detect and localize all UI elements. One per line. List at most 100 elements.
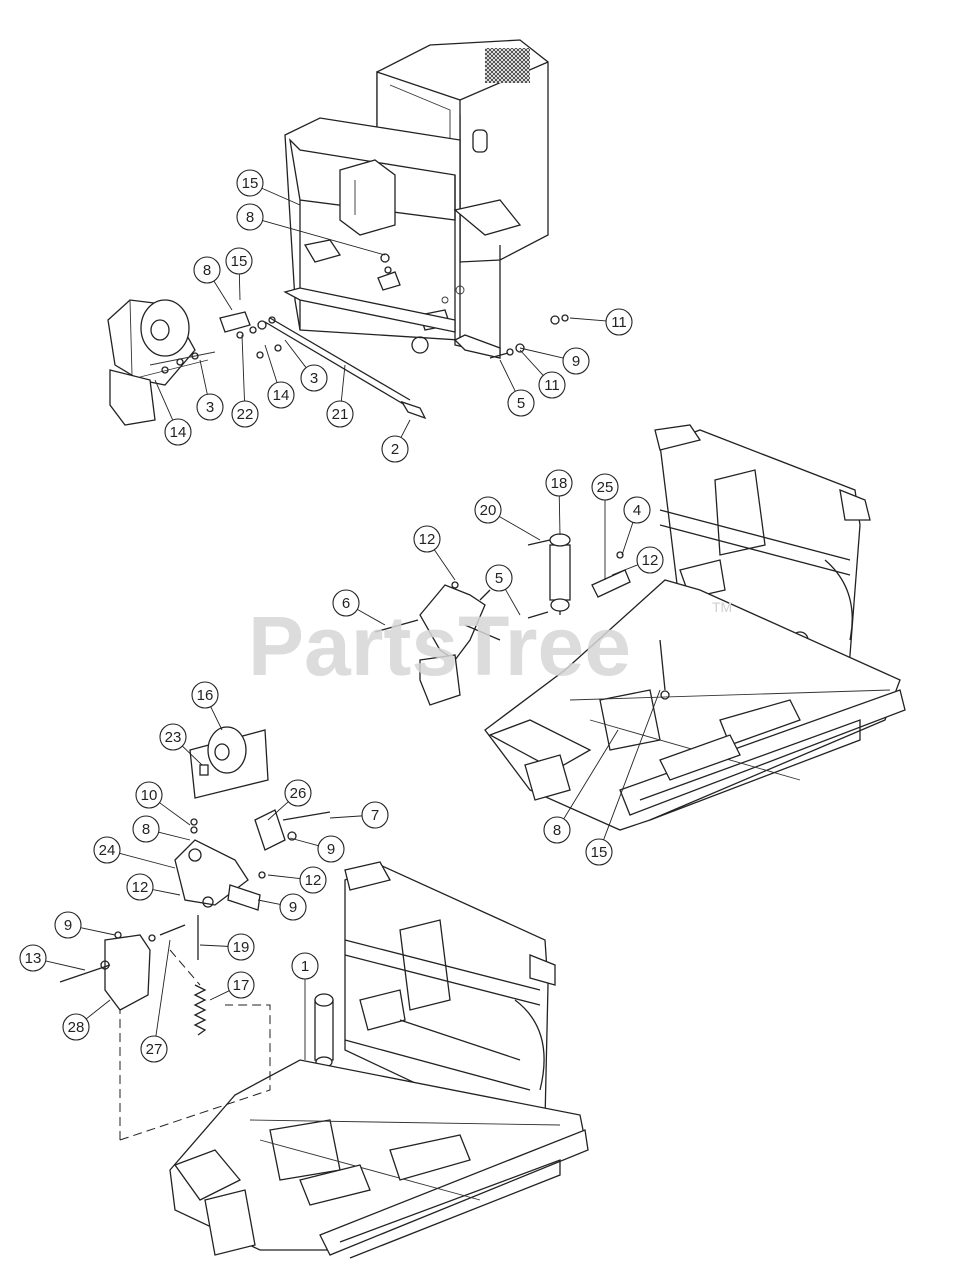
callout-8[interactable]: 8 (236, 203, 386, 256)
callout-circle (413, 525, 441, 553)
callout-leader (85, 999, 111, 1020)
callout-label: 23 (165, 729, 182, 746)
callout-circle (291, 952, 319, 980)
callout-leader (289, 837, 319, 847)
callout-19[interactable]: 19 (199, 933, 255, 961)
callout-27[interactable]: 27 (140, 939, 171, 1063)
callout-12[interactable]: 12 (126, 873, 181, 901)
callout-label: 19 (233, 939, 250, 956)
callout-25[interactable]: 25 (591, 473, 619, 580)
callout-15[interactable]: 15 (585, 689, 661, 866)
callout-leader (519, 347, 564, 359)
callout-label: 21 (332, 406, 349, 423)
callout-leader (199, 359, 208, 395)
callout-4[interactable]: 4 (621, 496, 651, 556)
callout-8[interactable]: 8 (193, 256, 233, 311)
callout-leader (400, 419, 411, 438)
callout-5[interactable]: 5 (499, 359, 535, 417)
callout-22[interactable]: 22 (231, 334, 259, 428)
callout-3[interactable]: 3 (196, 359, 224, 421)
callout-6[interactable]: 6 (332, 589, 386, 626)
callout-13[interactable]: 13 (19, 944, 86, 972)
callout-leader (329, 815, 363, 819)
callout-leader (213, 280, 233, 311)
callout-leader (558, 495, 561, 536)
callout-label: 9 (327, 841, 335, 858)
callout-circle (543, 816, 571, 844)
callout-leader (284, 339, 307, 368)
callout-28[interactable]: 28 (62, 999, 111, 1041)
callout-14[interactable]: 14 (154, 379, 192, 446)
callout-label: 26 (290, 785, 307, 802)
watermark-text: PartsTree (248, 599, 631, 693)
callout-23[interactable]: 23 (159, 723, 203, 766)
callout-label: 25 (597, 479, 614, 496)
callout-12[interactable]: 12 (413, 525, 456, 581)
callout-20[interactable]: 20 (474, 496, 541, 541)
callout-leader (209, 990, 230, 1001)
callout-leader (119, 852, 176, 869)
callout-15[interactable]: 15 (236, 169, 301, 206)
callout-circle (227, 933, 255, 961)
callout-leader (45, 960, 86, 971)
callout-circle (636, 546, 664, 574)
callout-label: 4 (633, 502, 641, 519)
callout-leader (182, 745, 203, 766)
callout-circle (54, 911, 82, 939)
callout-leader (264, 344, 278, 383)
callout-circle (236, 169, 264, 197)
callout-circle (545, 469, 573, 497)
callout-8[interactable]: 8 (543, 729, 619, 844)
callout-21[interactable]: 21 (326, 364, 354, 428)
callout-circle (299, 866, 327, 894)
callout-label: 8 (142, 821, 150, 838)
callout-circle (605, 308, 633, 336)
callout-11[interactable]: 11 (569, 308, 633, 336)
bottom-frame-assembly (59, 726, 589, 1259)
callout-label: 3 (206, 399, 214, 416)
top-frame-assembly (107, 39, 569, 426)
callout-12[interactable]: 12 (267, 866, 327, 894)
callout-11[interactable]: 11 (519, 349, 566, 399)
callout-circle (585, 838, 613, 866)
callout-circle (623, 496, 651, 524)
callout-12[interactable]: 12 (611, 546, 664, 576)
callout-circle (267, 381, 295, 409)
callout-label: 15 (242, 175, 259, 192)
callout-24[interactable]: 24 (93, 836, 176, 869)
callout-leader (519, 349, 544, 376)
callout-16[interactable]: 16 (191, 681, 223, 731)
callout-2[interactable]: 2 (381, 419, 411, 463)
callout-label: 15 (591, 844, 608, 861)
callout-label: 14 (273, 387, 290, 404)
callout-leader (199, 944, 229, 947)
callout-leader (499, 359, 516, 392)
callout-circle (361, 801, 389, 829)
callout-circle (284, 779, 312, 807)
callout-7[interactable]: 7 (329, 801, 389, 829)
callout-label: 14 (170, 424, 187, 441)
callout-8[interactable]: 8 (132, 815, 191, 843)
callout-3[interactable]: 3 (284, 339, 328, 392)
callout-circle (191, 681, 219, 709)
callout-14[interactable]: 14 (264, 344, 295, 409)
callout-label: 20 (480, 502, 497, 519)
callout-9[interactable]: 9 (519, 347, 590, 375)
callout-leader (267, 801, 289, 821)
middle-frame-assembly (374, 424, 906, 831)
callout-10[interactable]: 10 (135, 781, 191, 826)
callout-1[interactable]: 1 (291, 952, 319, 1060)
callout-circle (538, 371, 566, 399)
callout-5[interactable]: 5 (485, 564, 521, 616)
callout-circle (126, 873, 154, 901)
callout-26[interactable]: 26 (267, 779, 312, 821)
callout-label: 27 (146, 1041, 163, 1058)
callout-9[interactable]: 9 (257, 893, 307, 921)
callout-15[interactable]: 15 (225, 247, 253, 301)
callout-leader (241, 334, 245, 402)
callout-9[interactable]: 9 (54, 911, 116, 939)
callout-9[interactable]: 9 (289, 835, 345, 863)
callout-18[interactable]: 18 (545, 469, 573, 536)
callout-leader (158, 831, 191, 841)
callout-17[interactable]: 17 (209, 971, 255, 1001)
